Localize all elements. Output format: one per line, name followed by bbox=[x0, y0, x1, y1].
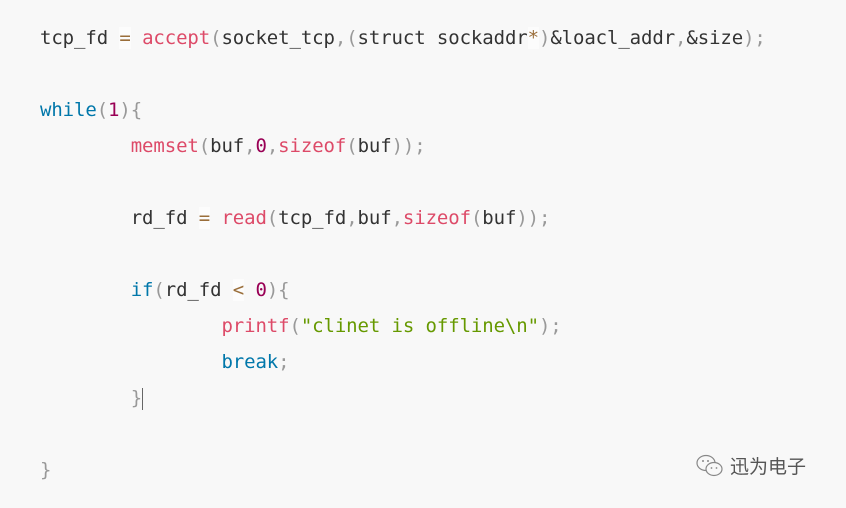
code-token: , bbox=[244, 135, 256, 157]
code-token: ; bbox=[278, 351, 290, 373]
code-token bbox=[244, 279, 255, 301]
code-token: &size bbox=[686, 27, 744, 49]
code-line bbox=[40, 164, 766, 200]
code-line: break; bbox=[40, 344, 766, 380]
code-token: )); bbox=[516, 207, 551, 229]
code-token: printf bbox=[221, 315, 290, 337]
code-token: ( bbox=[210, 27, 222, 49]
code-token: if bbox=[130, 279, 154, 301]
code-token: } bbox=[40, 459, 52, 481]
wechat-icon bbox=[696, 454, 723, 476]
code-token: ){ bbox=[266, 279, 290, 301]
code-token: , bbox=[334, 27, 347, 49]
code-token: ( bbox=[96, 99, 109, 121]
code-token: , bbox=[346, 207, 358, 229]
code-token bbox=[131, 27, 142, 49]
code-token: ( bbox=[470, 207, 483, 229]
text-cursor bbox=[142, 387, 144, 410]
code-token: ( bbox=[346, 135, 358, 157]
code-line: while(1){ bbox=[40, 92, 766, 128]
code-token: tcp_fd bbox=[40, 27, 120, 49]
code-line: memset(buf,0,sizeof(buf)); bbox=[40, 128, 766, 164]
code-token: < bbox=[232, 279, 245, 301]
code-token: ){ bbox=[119, 99, 143, 121]
code-token: break bbox=[221, 351, 279, 373]
code-token: = bbox=[119, 27, 131, 49]
code-token: tcp_fd bbox=[278, 207, 347, 229]
watermark-text: 迅为电子 bbox=[730, 456, 807, 478]
code-token: read bbox=[221, 207, 267, 229]
code-token: , bbox=[266, 135, 279, 157]
code-token: buf bbox=[210, 135, 245, 157]
code-token: } bbox=[130, 387, 143, 409]
code-line: if(rd_fd < 0){ bbox=[40, 272, 766, 308]
code-token: memset bbox=[130, 135, 199, 157]
code-block: tcp_fd = accept(socket_tcp,(struct socka… bbox=[40, 20, 766, 488]
watermark: 迅为电子 bbox=[696, 452, 806, 479]
code-line bbox=[40, 236, 766, 272]
code-token bbox=[40, 387, 131, 409]
code-token: "clinet is offline\n" bbox=[300, 315, 539, 337]
code-token: buf bbox=[357, 135, 392, 157]
code-token: ); bbox=[743, 27, 766, 49]
code-token: buf bbox=[357, 207, 392, 229]
code-token bbox=[40, 135, 131, 157]
code-token: ); bbox=[538, 315, 562, 337]
code-token: buf bbox=[482, 207, 517, 229]
code-line: printf("clinet is offline\n"); bbox=[40, 308, 766, 344]
code-token: sizeof bbox=[402, 207, 471, 229]
code-token: * bbox=[527, 27, 539, 49]
code-token bbox=[210, 207, 221, 229]
code-line: tcp_fd = accept(socket_tcp,(struct socka… bbox=[40, 20, 766, 56]
code-token: rd_fd bbox=[40, 207, 199, 229]
code-token: 0 bbox=[255, 279, 267, 301]
code-token bbox=[40, 279, 131, 301]
code-token: &loacl_addr bbox=[550, 27, 676, 49]
code-token: socket_tcp bbox=[221, 27, 335, 49]
code-token: , bbox=[675, 27, 687, 49]
code-token: 1 bbox=[108, 99, 120, 121]
code-line: } bbox=[40, 380, 766, 416]
code-token: ) bbox=[538, 27, 551, 49]
code-token: ( bbox=[153, 279, 165, 301]
code-token: = bbox=[198, 207, 211, 229]
code-token: accept bbox=[142, 27, 211, 49]
code-token: ( bbox=[289, 315, 301, 337]
code-token: struct sockaddr bbox=[357, 27, 528, 49]
code-token: )); bbox=[391, 135, 426, 157]
code-token: 0 bbox=[255, 135, 267, 157]
code-token: ( bbox=[198, 135, 211, 157]
code-line: rd_fd = read(tcp_fd,buf,sizeof(buf)); bbox=[40, 200, 766, 236]
code-token: ( bbox=[266, 207, 279, 229]
code-token: while bbox=[40, 99, 97, 121]
code-token: rd_fd bbox=[164, 279, 233, 301]
code-line bbox=[40, 416, 766, 452]
code-token bbox=[40, 315, 221, 337]
code-token: sizeof bbox=[278, 135, 347, 157]
code-line: } bbox=[40, 452, 766, 488]
code-token: ( bbox=[346, 27, 358, 49]
code-token bbox=[40, 351, 221, 373]
code-token: , bbox=[391, 207, 403, 229]
code-line bbox=[40, 56, 766, 92]
